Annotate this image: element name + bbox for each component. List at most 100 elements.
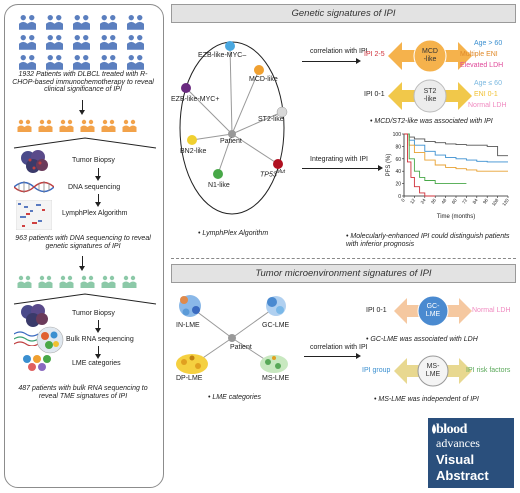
arrow-2 [98, 168, 99, 176]
person-icon [19, 14, 36, 30]
km-series-line [404, 133, 508, 163]
logo-drop-icon [432, 424, 436, 434]
st2-label-1: ST2 [423, 88, 437, 95]
gc-label-2: LME [425, 310, 441, 318]
person-icon [17, 275, 32, 288]
km-x-tick-label: 72 [461, 197, 468, 204]
section-divider [171, 258, 516, 259]
subtype-label-ezb-myc-pos: EZB-like-MYC+ [171, 96, 220, 103]
ms-label: MS-LME [421, 363, 445, 378]
mcd-label-1: MCD [422, 48, 438, 55]
km-x-tick-label: 36 [430, 197, 437, 204]
arrow-1 [82, 100, 83, 110]
integrating-label: Integrating with IPI [310, 156, 368, 163]
km-y-label: PFS (%) [386, 154, 392, 177]
person-icon [101, 119, 116, 132]
gc-double-arrow [394, 295, 472, 327]
step1-text: 1932 Patients with DLBCL treated with R-… [12, 71, 154, 94]
st2-label: ST2-like [418, 88, 442, 103]
in-lme-cluster [179, 295, 201, 317]
person-icon [17, 119, 32, 132]
person-icon [19, 34, 36, 50]
arrowhead-3 [95, 202, 101, 207]
st2-double-arrow [388, 79, 472, 113]
arrowhead-1 [79, 110, 85, 115]
correlation-label-tme: correlation with IPI [310, 344, 368, 351]
km-note: • Molecularly-enhanced IPI could disting… [346, 233, 510, 248]
person-icon [80, 275, 95, 288]
person-icon [19, 54, 36, 70]
subtype-label-n1: N1-like [208, 182, 230, 189]
bulk-rna-label: Bulk RNA sequencing [66, 336, 134, 343]
dna-sequencing-label: DNA sequencing [68, 184, 121, 191]
correlation-arrowhead [356, 58, 361, 64]
arrowhead-5 [95, 328, 101, 333]
arrowhead-6 [95, 354, 101, 359]
genetic-network [179, 41, 288, 215]
subtype-label-ezb-myc-neg: EZB-like-MYC– [198, 52, 247, 59]
lme-label-gc: GC-LME [262, 322, 290, 329]
km-x-tick-label: 0 [400, 197, 406, 202]
ms-label-1: MS- [426, 363, 440, 370]
km-y-tick-label: 40 [395, 169, 401, 175]
person-icon [122, 119, 137, 132]
person-icon [80, 119, 95, 132]
subtype-node [187, 135, 197, 145]
subtype-node [276, 106, 288, 118]
arrow-6 [98, 346, 99, 354]
gc-note: • GC-LME was associated with LDH [366, 336, 478, 343]
person-icon [73, 14, 90, 30]
subtype-label-mcd: MCD-like [249, 76, 278, 83]
km-series-line [404, 133, 508, 157]
patient-label-tme: Patient [230, 344, 252, 351]
lme-label-ms: MS-LME [262, 375, 290, 382]
st2-label-2: -like [423, 95, 437, 103]
gc-lme-cluster [266, 296, 286, 316]
lme-label-in: IN-LME [176, 322, 200, 329]
integrating-arrowhead [378, 165, 383, 171]
km-series-line [404, 133, 467, 185]
patient-node [228, 130, 236, 138]
lymphplex-algorithm-label: LymphPlex Algorithm [62, 210, 128, 217]
split-lines-2 [13, 293, 157, 305]
person-icon [127, 34, 144, 50]
subtype-label-bn2: BN2-like [180, 148, 207, 155]
subtype-label-st2: ST2-like [258, 116, 284, 123]
lymphplex-note: • LymphPlex Algorithm [198, 230, 269, 237]
step2-text: 963 patients with DNA sequencing to reve… [15, 235, 151, 250]
lme-categories-label: LME categories [72, 360, 121, 367]
arrowhead-2 [95, 176, 101, 181]
tme-ipi-group: IPI group [362, 367, 391, 374]
logo-blood: blood [436, 422, 467, 437]
lme-label-dp: DP-LME [176, 375, 203, 382]
tme-arrowhead [356, 353, 361, 359]
km-y-tick-label: 80 [395, 144, 401, 150]
person-icon [59, 275, 74, 288]
lme-patient-node [228, 334, 236, 342]
subtype-label-tp53: TP53Mut [260, 169, 285, 179]
patient-group-green [16, 275, 138, 289]
km-x-tick-label: 96 [482, 197, 489, 204]
elevated-ldh: Elevated LDH [460, 62, 504, 69]
subtype-node [213, 169, 223, 179]
km-x-tick-label: 24 [420, 197, 427, 204]
arrowhead-4 [79, 266, 85, 271]
logo-abstract: Abstract [436, 468, 489, 483]
ms-label-2: LME [425, 370, 441, 378]
lme-network [176, 295, 288, 374]
gc-label-1: GC- [426, 303, 440, 310]
subtype-node [273, 159, 283, 169]
km-x-tick-label: 12 [409, 197, 416, 204]
ms-note: • MS-LME was independent of IPI [374, 396, 479, 403]
person-icon [46, 54, 63, 70]
person-icon [122, 275, 137, 288]
patient-label-genetic: Patient [220, 138, 242, 145]
km-y-tick-label: 100 [393, 132, 402, 138]
person-icon [46, 14, 63, 30]
person-icon [127, 54, 144, 70]
arrow-3 [98, 194, 99, 202]
person-icon [38, 275, 53, 288]
tme-header: Tumor microenvironment signatures of IPI [171, 264, 516, 283]
patient-group-blue [16, 14, 156, 71]
